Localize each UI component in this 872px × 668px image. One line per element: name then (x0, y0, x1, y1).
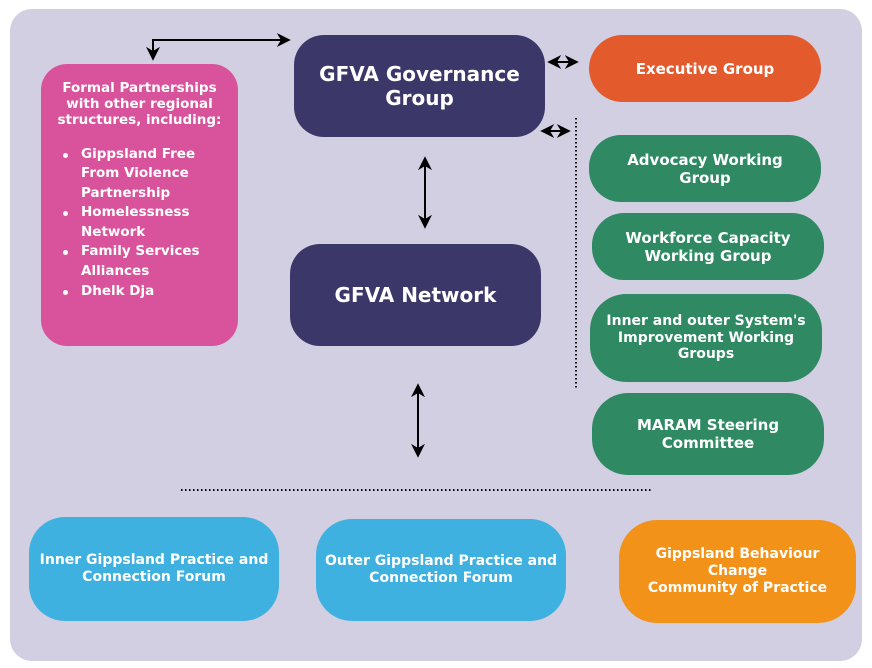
partnership-item-text: Alliances (81, 262, 150, 279)
system-label-line2: Improvement Working (617, 329, 795, 346)
inner-forum-label-line2: Connection Forum (82, 569, 226, 585)
partnerships-heading-line2: with other regional (66, 96, 213, 113)
outer-forum-label-line2: Connection Forum (369, 570, 513, 586)
advocacy-working-group-node: Advocacy Working Group (589, 135, 821, 202)
network-node: GFVA Network (290, 244, 541, 346)
maram-label-line2: Committee (661, 434, 755, 452)
formal-partnerships-node: Formal Partnerships with other regional … (41, 64, 238, 346)
behaviour-label-line1: Gippsland Behaviour (655, 546, 820, 563)
maram-label-line1: MARAM Steering (636, 416, 780, 434)
executive-group-node: Executive Group (589, 35, 821, 102)
governance-label-line2: Group (385, 86, 454, 110)
partnership-item-text: Partnership (81, 184, 171, 201)
partnership-item-text: Gippsland Free (81, 145, 196, 162)
partnership-item-text: Network (81, 223, 146, 240)
workforce-label-line2: Working Group (644, 246, 772, 265)
system-label-line1: Inner and outer System's (606, 312, 806, 329)
partnership-item: Dhelk Dja (63, 282, 238, 302)
partnership-item: Gippsland Free From Violence Partnership (63, 145, 238, 204)
partnership-item-text: Family Services (81, 243, 200, 260)
partnerships-heading-line3: structures, including: (57, 112, 222, 129)
outer-gippsland-forum-node: Outer Gippsland Practice and Connection … (316, 519, 566, 621)
partnerships-heading-line1: Formal Partnerships (62, 80, 217, 96)
behaviour-label-line3: Community of Practice (647, 579, 828, 596)
inner-forum-label-line1: Inner Gippsland Practice and (39, 552, 269, 569)
partnership-item-text: Dhelk Dja (81, 282, 155, 299)
maram-steering-node: MARAM Steering Committee (592, 393, 824, 475)
partnerships-governance-connector (146, 33, 291, 61)
system-label-line3: Groups (677, 346, 735, 363)
behaviour-change-node: Gippsland Behaviour Change Community of … (619, 520, 856, 623)
workforce-label-line1: Workforce Capacity (625, 228, 791, 247)
advocacy-label-line1: Advocacy Working (627, 150, 783, 169)
partnership-item-text: Homelessness (81, 204, 190, 221)
partnership-item-text: From Violence (81, 165, 189, 182)
network-label: GFVA Network (334, 283, 497, 307)
workforce-capacity-node: Workforce Capacity Working Group (592, 213, 824, 280)
partnership-item: Homelessness Network (63, 203, 238, 242)
partnerships-list: Gippsland Free From Violence Partnership… (41, 145, 238, 302)
advocacy-label-line2: Group (679, 168, 731, 187)
partnership-item: Family Services Alliances (63, 242, 238, 281)
outer-forum-label-line1: Outer Gippsland Practice and (324, 553, 558, 570)
governance-label-line1: GFVA Governance (319, 62, 520, 86)
behaviour-label-line2: Change (707, 563, 768, 580)
inner-gippsland-forum-node: Inner Gippsland Practice and Connection … (29, 517, 279, 621)
system-improvement-node: Inner and outer System's Improvement Wor… (590, 294, 822, 382)
executive-label: Executive Group (635, 59, 775, 78)
governance-group-node: GFVA Governance Group (294, 35, 545, 137)
